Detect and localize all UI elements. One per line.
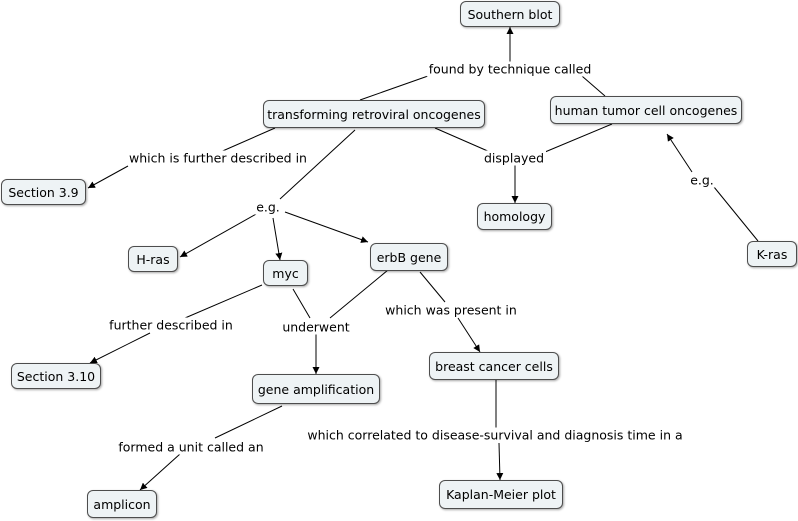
node-human-tumor-cell-oncogenes[interactable]: human tumor cell oncogenes [550,96,742,124]
link-found-by-technique-called: found by technique called [426,61,594,77]
link-which-correlated-to: which correlated to disease-survival and… [305,427,685,443]
link-displayed: displayed [481,150,547,166]
node-amplicon[interactable]: amplicon [87,490,157,518]
node-breast-cancer-cells[interactable]: breast cancer cells [429,352,559,380]
node-homology[interactable]: homology [477,203,552,230]
node-myc[interactable]: myc [263,260,308,286]
node-erbb-gene[interactable]: erbB gene [370,243,448,271]
node-gene-amplification[interactable]: gene amplification [252,374,380,404]
link-underwent: underwent [280,319,352,335]
link-which-is-further-described-in: which is further described in [127,150,309,166]
link-eg-retroviral: e.g. [254,199,282,215]
link-eg-k-ras: e.g. [688,172,716,188]
link-which-was-present-in: which was present in [383,302,519,318]
node-k-ras[interactable]: K-ras [747,241,797,267]
link-further-described-in: further described in [107,317,235,333]
node-southern-blot[interactable]: Southern blot [460,1,560,27]
node-h-ras[interactable]: H-ras [128,246,178,272]
node-section-3-10[interactable]: Section 3.10 [11,363,101,389]
node-kaplan-meier-plot[interactable]: Kaplan-Meier plot [439,480,563,509]
node-section-3-9[interactable]: Section 3.9 [1,179,86,205]
node-transforming-retroviral-oncogenes[interactable]: transforming retroviral oncogenes [263,100,485,128]
link-formed-a-unit-called-an: formed a unit called an [116,439,266,455]
